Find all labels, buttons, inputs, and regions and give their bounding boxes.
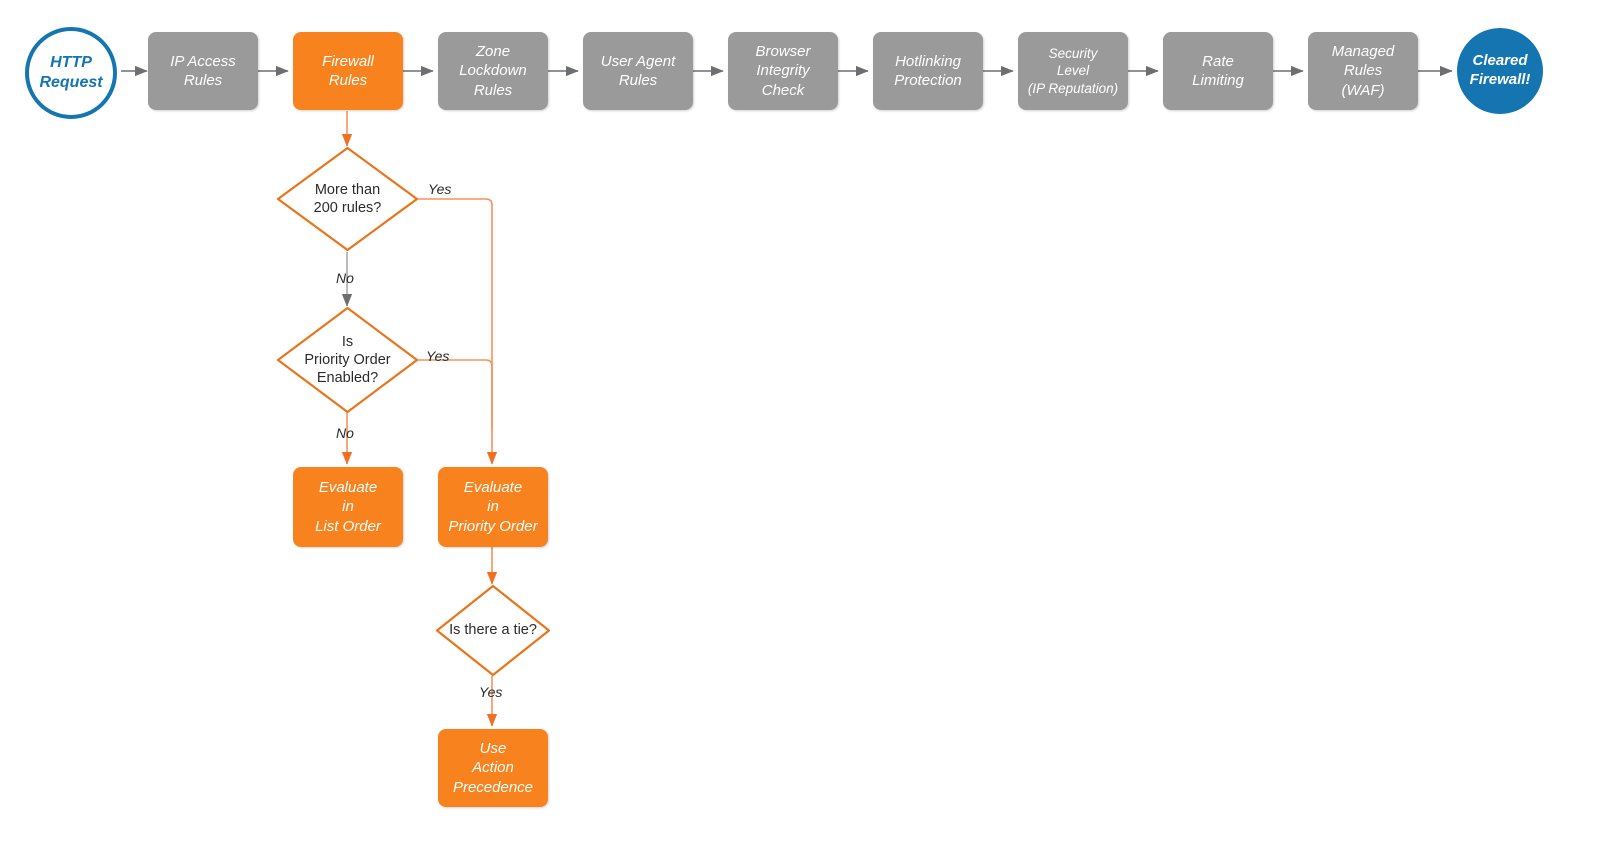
node-cleared-firewall[interactable]: Cleared Firewall! bbox=[1457, 28, 1543, 114]
node-ip-access-rules[interactable]: IP Access Rules bbox=[148, 32, 258, 110]
node-security-level[interactable]: Security Level (IP Reputation) bbox=[1018, 32, 1128, 110]
node-evaluate-in-priority-order-label: Evaluate in Priority Order bbox=[448, 479, 538, 535]
node-managed-rules-waf-label: Managed Rules (WAF) bbox=[1331, 43, 1395, 99]
decision-is-priority-order-enabled[interactable]: Is Priority Order Enabled? bbox=[276, 306, 419, 414]
node-zone-lockdown-rules-label: Zone Lockdown Rules bbox=[459, 43, 527, 99]
edge-label-no-more-than-200: No bbox=[336, 270, 354, 286]
node-managed-rules-waf[interactable]: Managed Rules (WAF) bbox=[1308, 32, 1418, 110]
diamond-shape-icon bbox=[276, 146, 419, 252]
node-hotlinking-protection[interactable]: Hotlinking Protection bbox=[873, 32, 983, 110]
node-user-agent-rules-label: User Agent Rules bbox=[600, 52, 676, 89]
node-use-action-precedence[interactable]: Use Action Precedence bbox=[438, 729, 548, 807]
edge-more-than-200-yes bbox=[418, 198, 498, 465]
diamond-shape-icon bbox=[435, 584, 551, 677]
edge-label-yes-priority-order: Yes bbox=[426, 348, 450, 364]
node-user-agent-rules[interactable]: User Agent Rules bbox=[583, 32, 693, 110]
decision-more-than-200-rules[interactable]: More than 200 rules? bbox=[276, 146, 419, 252]
decision-is-there-a-tie-label: Is there a tie? bbox=[449, 622, 537, 639]
decision-more-than-200-rules-label: More than 200 rules? bbox=[313, 181, 382, 216]
diamond-shape-icon bbox=[276, 306, 419, 414]
node-use-action-precedence-label: Use Action Precedence bbox=[452, 740, 534, 796]
node-firewall-rules[interactable]: Firewall Rules bbox=[293, 32, 403, 110]
node-browser-integrity-check-label: Browser Integrity Check bbox=[755, 43, 811, 99]
node-rate-limiting[interactable]: Rate Limiting bbox=[1163, 32, 1273, 110]
node-evaluate-in-list-order[interactable]: Evaluate in List Order bbox=[293, 467, 403, 547]
node-http-request[interactable]: HTTP Request bbox=[25, 27, 117, 119]
node-ip-access-rules-label: IP Access Rules bbox=[170, 52, 236, 89]
node-hotlinking-protection-label: Hotlinking Protection bbox=[894, 52, 962, 89]
edge-priority-order-yes bbox=[418, 359, 493, 430]
edge-label-no-priority-order: No bbox=[336, 425, 354, 441]
edge-label-yes-more-than-200: Yes bbox=[428, 181, 452, 197]
decision-is-there-a-tie[interactable]: Is there a tie? bbox=[435, 584, 551, 677]
node-evaluate-in-list-order-label: Evaluate in List Order bbox=[315, 479, 381, 535]
node-firewall-rules-label: Firewall Rules bbox=[322, 52, 374, 89]
edge-label-yes-tie: Yes bbox=[479, 684, 503, 700]
node-cleared-firewall-label: Cleared Firewall! bbox=[1469, 52, 1531, 88]
node-security-level-label: Security Level (IP Reputation) bbox=[1027, 46, 1119, 96]
node-evaluate-in-priority-order[interactable]: Evaluate in Priority Order bbox=[438, 467, 548, 547]
node-http-request-label: HTTP Request bbox=[39, 54, 103, 91]
node-zone-lockdown-rules[interactable]: Zone Lockdown Rules bbox=[438, 32, 548, 110]
node-browser-integrity-check[interactable]: Browser Integrity Check bbox=[728, 32, 838, 110]
decision-is-priority-order-enabled-label: Is Priority Order Enabled? bbox=[304, 333, 391, 387]
node-rate-limiting-label: Rate Limiting bbox=[1192, 52, 1244, 89]
